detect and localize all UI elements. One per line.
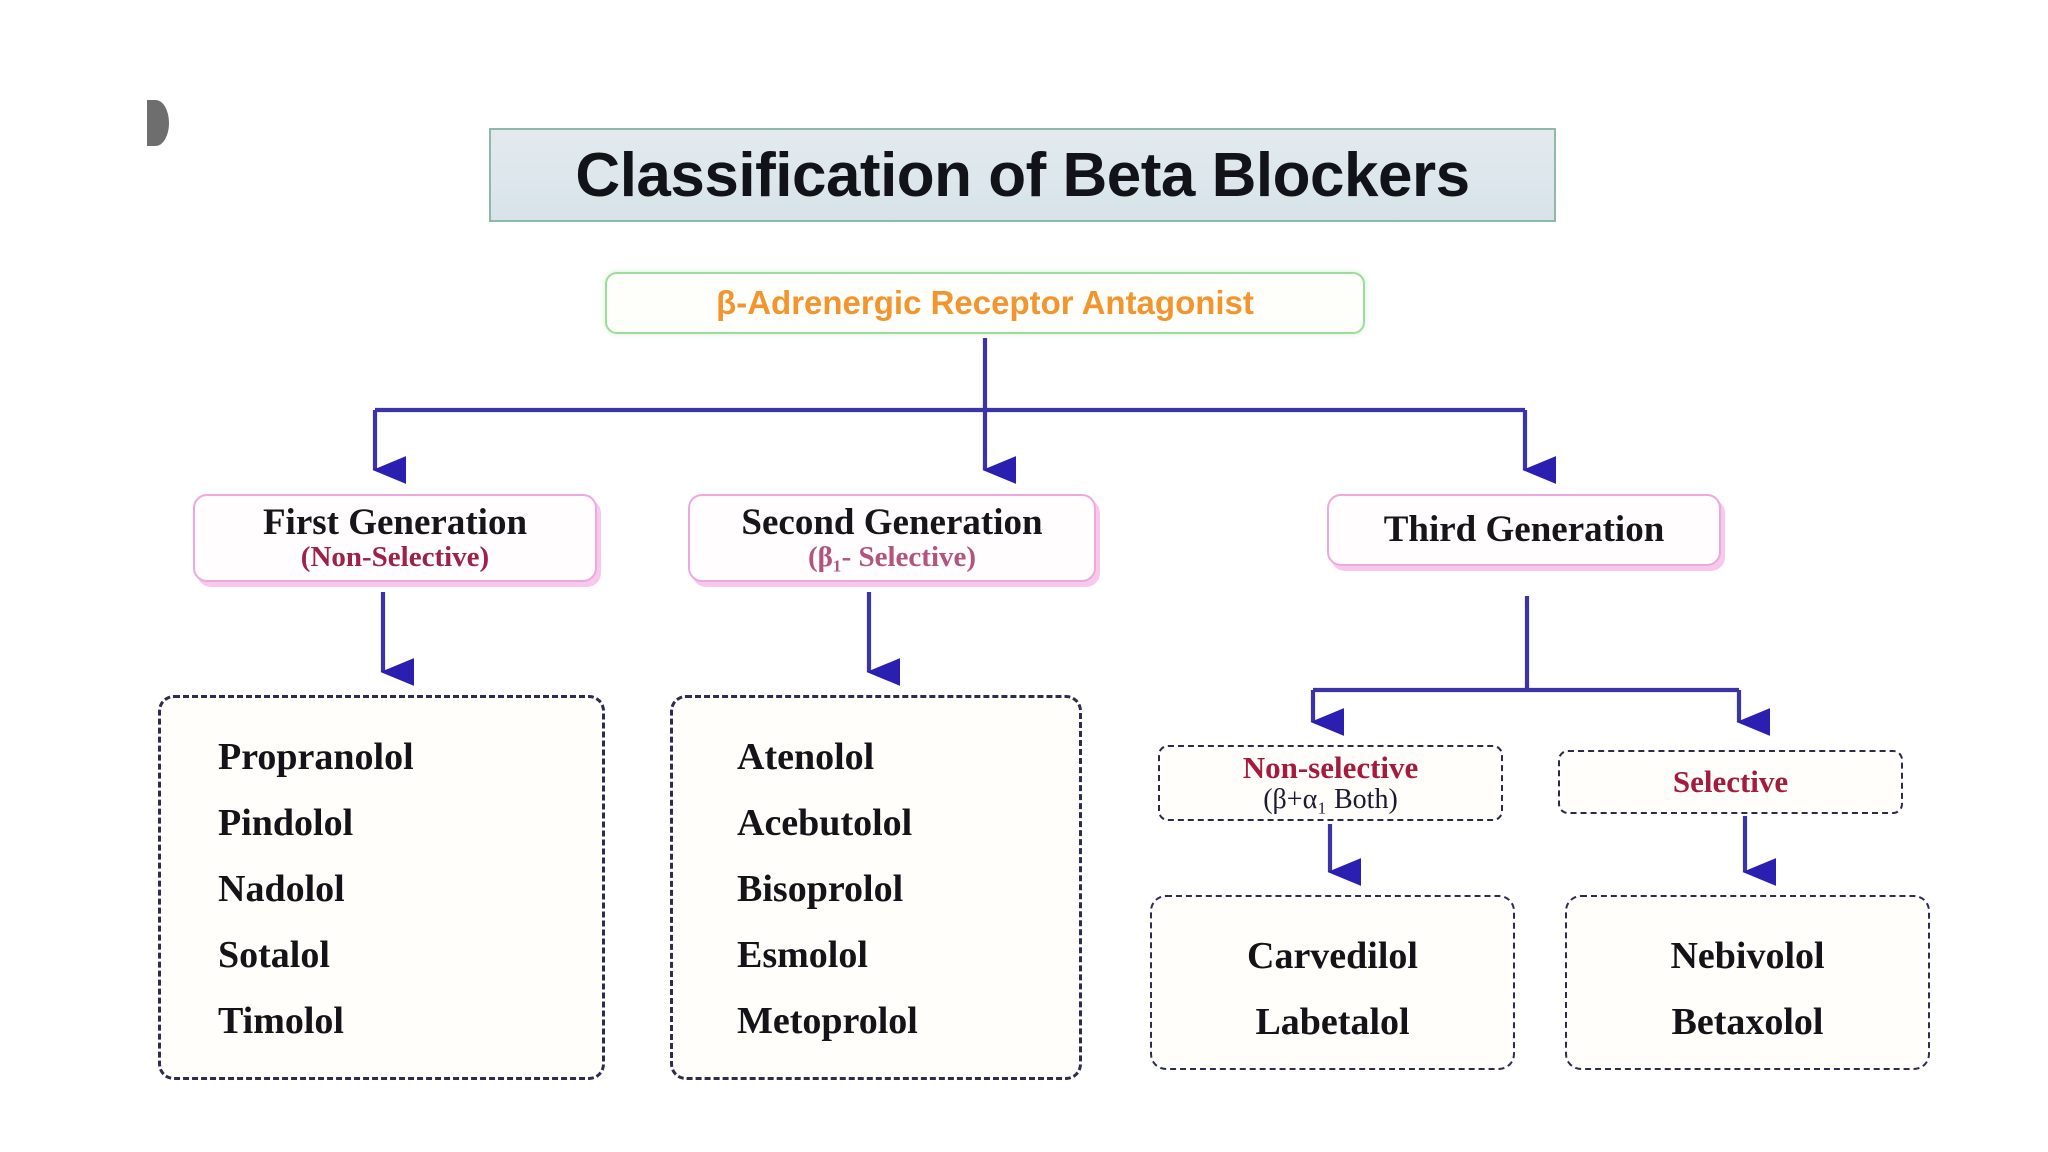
branch-box-second-generation: Second Generation (β₁- Selective) xyxy=(688,494,1096,582)
page-corner-marker-icon xyxy=(147,100,169,146)
drug-item: Nadolol xyxy=(218,868,345,910)
drug-item: Carvedilol xyxy=(1247,935,1418,977)
branch-title-first-generation: First Generation xyxy=(262,501,528,543)
drug-item: Bisoprolol xyxy=(737,868,904,910)
branch-title-third-generation: Third Generation xyxy=(1383,508,1665,550)
drug-list-box-first-generation: Propranolol Pindolol Nadolol Sotalol Tim… xyxy=(158,695,605,1080)
drug-item: Esmolol xyxy=(737,934,868,976)
drug-list-non-selective: Carvedilol Labetalol xyxy=(1152,923,1513,1055)
drug-list-box-non-selective: Carvedilol Labetalol xyxy=(1150,895,1515,1070)
drug-item: Atenolol xyxy=(737,736,875,778)
drug-item: Timolol xyxy=(218,1000,344,1042)
root-node-label: β-Adrenergic Receptor Antagonist xyxy=(716,284,1254,321)
drug-item: Propranolol xyxy=(218,736,414,778)
drug-list-box-second-generation: Atenolol Acebutolol Bisoprolol Esmolol M… xyxy=(670,695,1082,1080)
drug-item: Betaxolol xyxy=(1671,1001,1824,1043)
drug-item: Metoprolol xyxy=(737,1000,918,1042)
page-title-box: Classification of Beta Blockers xyxy=(489,128,1556,222)
drug-list-first-generation: Propranolol Pindolol Nadolol Sotalol Tim… xyxy=(218,724,602,1054)
subtype-note-non-selective: (β+α₁ Both) xyxy=(1263,783,1398,815)
subtype-title-non-selective: Non-selective xyxy=(1242,750,1419,786)
root-node-box: β-Adrenergic Receptor Antagonist xyxy=(605,272,1365,334)
branch-box-third-generation: Third Generation xyxy=(1327,494,1721,566)
branch-subtitle-second-generation: (β₁- Selective) xyxy=(807,541,977,574)
subtype-box-selective: Selective xyxy=(1558,750,1903,814)
drug-item: Pindolol xyxy=(218,802,354,844)
branch-subtitle-first-generation: (Non-Selective) xyxy=(300,541,490,574)
branch-title-second-generation: Second Generation xyxy=(741,501,1043,543)
drug-item: Acebutolol xyxy=(737,802,913,844)
drug-item: Nebivolol xyxy=(1670,935,1825,977)
page-title: Classification of Beta Blockers xyxy=(575,140,1470,210)
drug-list-selective: Nebivolol Betaxolol xyxy=(1567,923,1928,1055)
drug-item: Labetalol xyxy=(1255,1001,1410,1043)
drug-list-box-selective: Nebivolol Betaxolol xyxy=(1565,895,1930,1070)
drug-item: Sotalol xyxy=(218,934,330,976)
branch-box-first-generation: First Generation (Non-Selective) xyxy=(193,494,597,582)
subtype-title-selective: Selective xyxy=(1672,763,1789,799)
subtype-box-non-selective: Non-selective (β+α₁ Both) xyxy=(1158,745,1503,821)
drug-list-second-generation: Atenolol Acebutolol Bisoprolol Esmolol M… xyxy=(737,724,1079,1054)
